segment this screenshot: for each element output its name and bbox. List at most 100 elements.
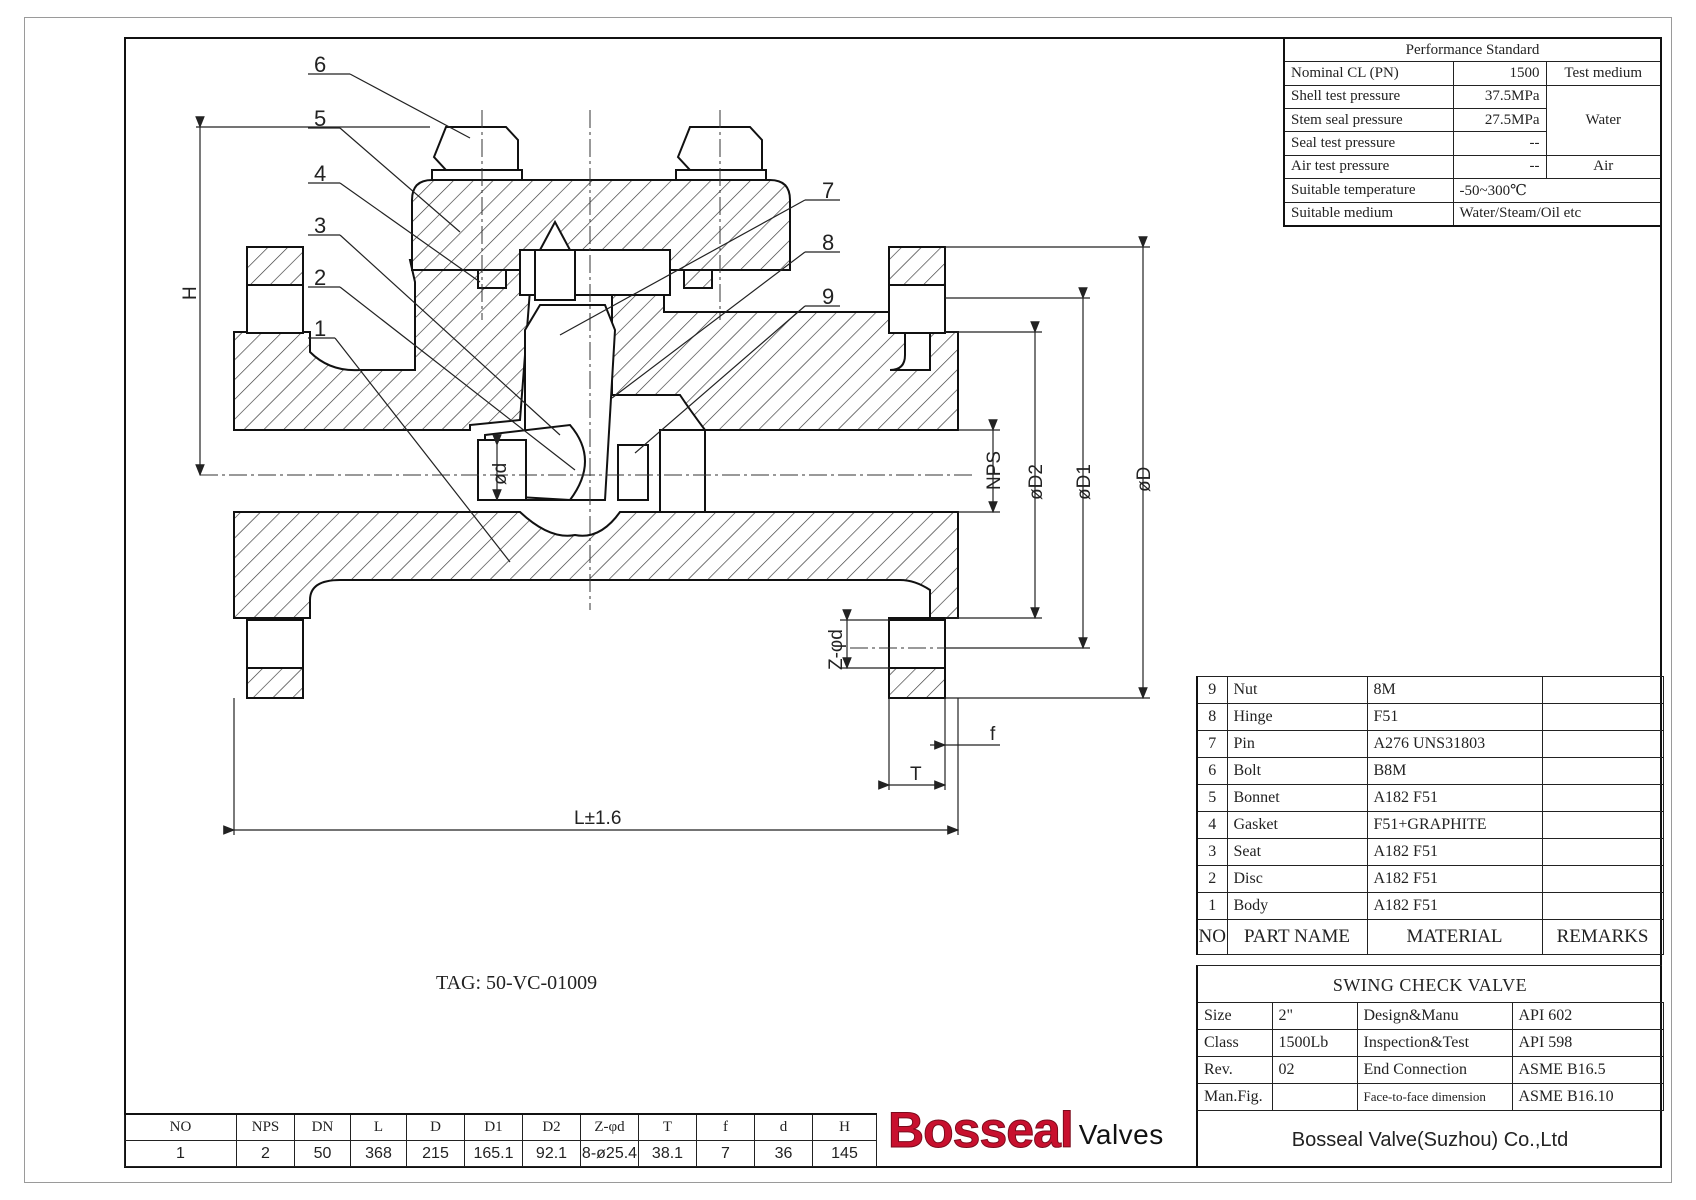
company-name: Bosseal Valve(Suzhou) Co.,Ltd: [1196, 1110, 1662, 1168]
dim-header: d: [754, 1113, 813, 1141]
sheet-outer-border: [24, 17, 1672, 1183]
dim-header: D2: [522, 1113, 581, 1141]
part-material: A182 F51: [1366, 784, 1543, 812]
dim-header: Z-φd: [580, 1113, 639, 1141]
dim-header: NPS: [236, 1113, 295, 1141]
dim-H-label: H: [180, 286, 201, 300]
dim-header: D: [406, 1113, 465, 1141]
parts-header-remarks: REMARKS: [1541, 919, 1664, 955]
part-material: A182 F51: [1366, 892, 1543, 920]
perf-value: --: [1452, 131, 1547, 156]
perf-label: Air test pressure: [1283, 154, 1454, 180]
perf-label: Nominal CL (PN): [1283, 61, 1454, 86]
spec-v1: 02: [1271, 1056, 1358, 1084]
spec-k2: Design&Manu: [1356, 1002, 1513, 1030]
callout-2: 2: [314, 265, 326, 290]
part-no: 3: [1196, 838, 1228, 866]
dim-header: T: [638, 1113, 697, 1141]
dim-T-label: T: [910, 764, 922, 785]
dim-value: 165.1: [464, 1140, 523, 1167]
spec-v1: [1271, 1083, 1358, 1111]
part-name: Gasket: [1226, 811, 1368, 839]
dim-value: 368: [350, 1140, 407, 1167]
spec-k1: Class: [1196, 1029, 1273, 1057]
bolt-left-washer: [431, 169, 523, 181]
callout-8: 8: [822, 230, 834, 255]
part-no: 7: [1196, 730, 1228, 758]
gasket-right: [683, 269, 713, 289]
right-bolt-hole-upper: [888, 284, 946, 334]
bolt-left: [432, 126, 519, 171]
dim-f-label: f: [990, 724, 996, 745]
perf-value: -50~300℃: [1452, 178, 1662, 203]
perf-value: 37.5MPa: [1452, 84, 1547, 110]
dim-D-label: øD: [1134, 467, 1155, 492]
part-remarks: [1541, 892, 1664, 920]
spec-v1: 1500Lb: [1271, 1029, 1358, 1057]
callout-1: 1: [314, 316, 326, 341]
perf-value: Water/Steam/Oil etc: [1452, 201, 1662, 227]
spec-k2: End Connection: [1356, 1056, 1513, 1084]
dim-NPS-label: NPS: [984, 451, 1005, 490]
dim-D2-label: øD2: [1026, 464, 1047, 500]
part-name: Bolt: [1226, 757, 1368, 785]
spec-k2: Face-to-face dimension: [1356, 1083, 1513, 1111]
spec-k1: Size: [1196, 1002, 1273, 1030]
part-no: 8: [1196, 703, 1228, 731]
part-remarks: [1541, 703, 1664, 731]
dim-value: 8-ø25.4: [580, 1140, 639, 1167]
dim-value: 145: [812, 1140, 877, 1167]
logo-sub-text: Valves: [1078, 1119, 1164, 1150]
parts-header-name: PART NAME: [1226, 919, 1368, 955]
part-remarks: [1541, 811, 1664, 839]
parts-header-no: NO: [1196, 919, 1228, 955]
part-remarks: [1541, 865, 1664, 893]
dim-value: 50: [294, 1140, 351, 1167]
spec-v2: ASME B16.5: [1511, 1056, 1664, 1084]
dim-header: L: [350, 1113, 407, 1141]
dim-D1-label: øD1: [1074, 464, 1095, 500]
body-port: [659, 429, 706, 513]
part-material: F51+GRAPHITE: [1366, 811, 1543, 839]
spec-v2: API 598: [1511, 1029, 1664, 1057]
stud-tip: [538, 219, 572, 251]
dim-value: 1: [124, 1140, 237, 1167]
callout-3: 3: [314, 213, 326, 238]
right-bolt-hole-lower: [888, 619, 946, 669]
seat: [477, 439, 527, 501]
perf-label: Stem seal pressure: [1283, 108, 1454, 133]
body-lower-section: [233, 511, 959, 619]
dim-header: DN: [294, 1113, 351, 1141]
part-no: 5: [1196, 784, 1228, 812]
part-material: A276 UNS31803: [1366, 730, 1543, 758]
dim-header: H: [812, 1113, 877, 1141]
dim-value: 2: [236, 1140, 295, 1167]
gasket-left: [477, 269, 507, 289]
part-material: F51: [1366, 703, 1543, 731]
part-no: 1: [1196, 892, 1228, 920]
perf-medium: Test medium: [1545, 61, 1662, 86]
dim-header: D1: [464, 1113, 523, 1141]
bolt-right-washer: [675, 169, 767, 181]
dim-value: 36: [754, 1140, 813, 1167]
callout-9: 9: [822, 284, 834, 309]
perf-value: 1500: [1452, 61, 1547, 86]
part-no: 9: [1196, 676, 1228, 704]
spec-k2: Inspection&Test: [1356, 1029, 1513, 1057]
callout-5: 5: [314, 106, 326, 131]
part-no: 2: [1196, 865, 1228, 893]
drawing-frame: [124, 37, 1662, 1168]
